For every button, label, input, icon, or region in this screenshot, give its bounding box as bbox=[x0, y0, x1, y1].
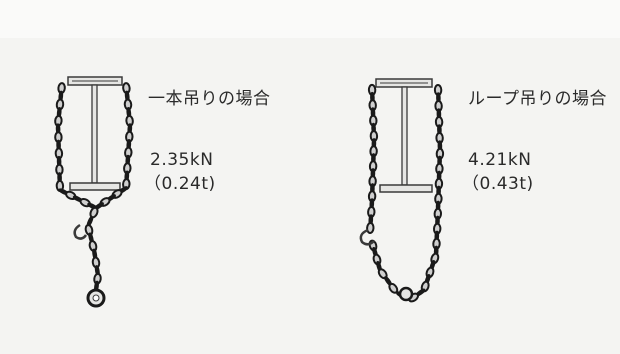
single-hang-figure bbox=[54, 76, 134, 308]
left-chain bbox=[54, 82, 98, 210]
load-t-single: （0.24t) bbox=[144, 174, 216, 194]
load-kn-loop: 4.21kN bbox=[468, 150, 532, 170]
hook-icon bbox=[73, 223, 88, 240]
right-chain bbox=[408, 84, 445, 303]
bottom-plate bbox=[69, 182, 121, 191]
load-kn-single: 2.35kN bbox=[150, 150, 214, 170]
loop-chain bbox=[368, 239, 407, 299]
case-title-single: 一本吊りの場合 bbox=[148, 89, 271, 109]
tail-chain bbox=[84, 206, 102, 292]
left-chain bbox=[366, 83, 379, 234]
load-t-loop: （0.43t) bbox=[462, 174, 534, 194]
end-ring-icon bbox=[398, 286, 414, 302]
hook-icon bbox=[359, 228, 375, 246]
single-hang-panel: 一本吊りの場合 2.35kN （0.24t) bbox=[54, 76, 271, 308]
top-band bbox=[0, 0, 620, 38]
beam-web bbox=[401, 86, 408, 186]
case-title-loop: ループ吊りの場合 bbox=[468, 89, 607, 109]
loop-hang-figure bbox=[359, 78, 445, 303]
bottom-plate bbox=[379, 184, 433, 193]
chain-link bbox=[366, 222, 375, 234]
beam-web bbox=[91, 84, 98, 184]
right-chain bbox=[94, 82, 134, 210]
loop-hang-panel: ループ吊りの場合 4.21kN （0.43t) bbox=[310, 0, 620, 354]
